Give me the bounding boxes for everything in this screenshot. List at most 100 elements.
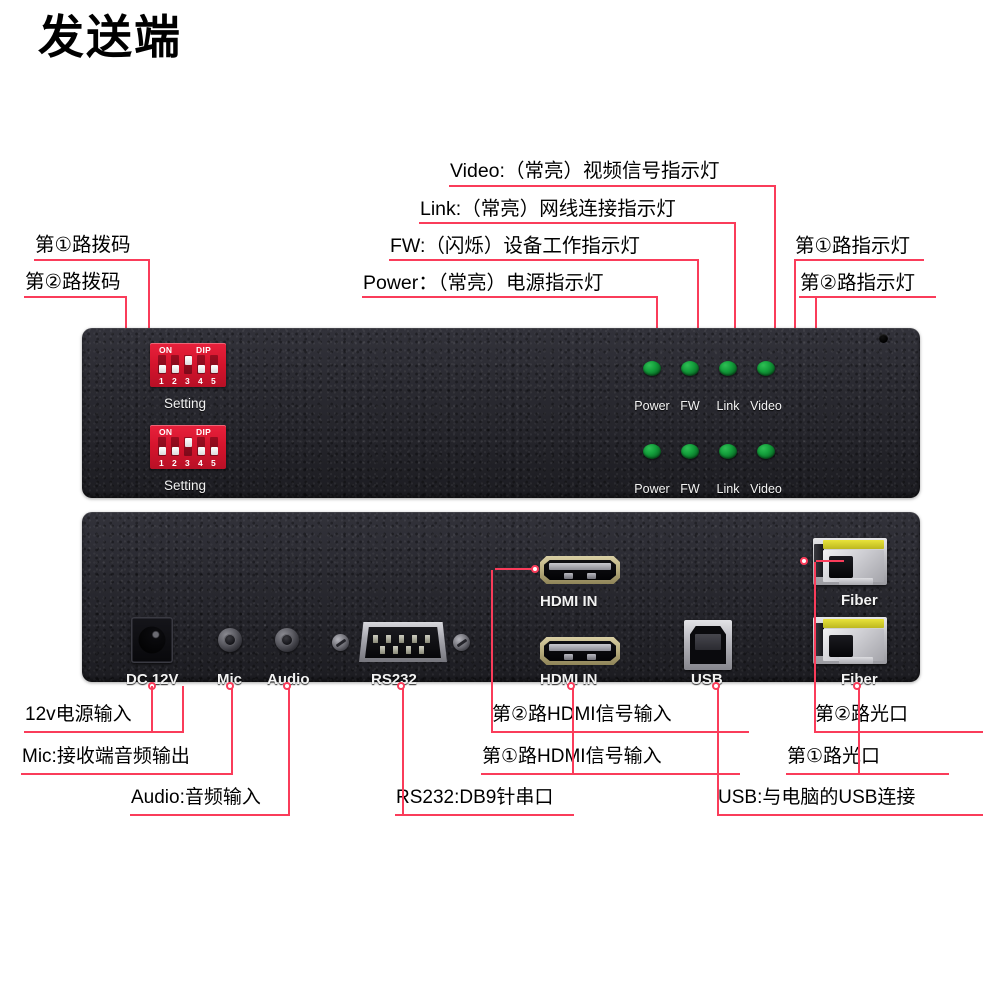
fiber-port-bottom[interactable] <box>813 617 887 664</box>
leader-power-v <box>656 296 659 358</box>
dip-switch-1[interactable]: ON DIP 1 2 3 4 5 <box>150 343 226 387</box>
dip2-setting-label: Setting <box>164 478 207 493</box>
leader-hdmi2-v <box>491 570 494 733</box>
leader-audio-h <box>130 814 290 817</box>
leader-hdmi1-dot <box>567 682 575 690</box>
usb-b-port[interactable] <box>684 620 732 670</box>
annotation-video: Video:（常亮）视频信号指示灯 <box>450 160 720 182</box>
led-row2-fw-label: FW <box>680 482 700 496</box>
db9-screw-right <box>453 634 470 651</box>
annotation-fiber1: 第①路光口 <box>787 746 881 767</box>
annotation-led-group2: 第②路指示灯 <box>800 272 915 294</box>
leader-fiber1-dot <box>853 682 861 690</box>
annotation-led-group1: 第①路指示灯 <box>795 235 910 257</box>
mic-label: Mic <box>217 671 243 688</box>
dip2-toggle-1[interactable] <box>158 437 166 456</box>
leader-ledgroup2-h <box>799 296 936 299</box>
leader-mic-dot <box>226 682 234 690</box>
db9-screw-left <box>332 634 349 651</box>
hdmi-top-label: HDMI IN <box>540 593 598 610</box>
dip1-toggle-3[interactable] <box>184 355 192 374</box>
leader-ledgroup1-h <box>794 259 924 262</box>
led-row2-link <box>719 444 737 459</box>
leader-rs232-h <box>395 814 574 817</box>
leader-audio-dot <box>283 682 291 690</box>
leader-ledgroup1-v <box>794 259 797 369</box>
rs232-label: RS232 <box>371 671 417 688</box>
annotation-usb: USB:与电脑的USB连接 <box>718 787 916 808</box>
page-title: 发送端 <box>38 11 182 63</box>
annotation-dip1: 第①路拨码 <box>35 234 131 256</box>
dip1-toggle-1[interactable] <box>158 355 166 374</box>
audio-jack[interactable] <box>275 628 299 652</box>
led-row2-video <box>757 444 775 459</box>
leader-hdmi2-h2 <box>495 568 535 571</box>
dip2-toggle-3[interactable] <box>184 437 192 456</box>
led-row1-power-label: Power <box>634 399 670 413</box>
leader-dip1-v <box>148 259 151 365</box>
leader-hdmi2-dot <box>531 565 539 573</box>
annotation-dc12v: 12v电源输入 <box>25 704 132 725</box>
annotation-dip2: 第②路拨码 <box>25 271 121 293</box>
dip1-dip-label: DIP <box>196 345 212 355</box>
leader-fiber1-h <box>786 773 949 776</box>
annotation-audio: Audio:音频输入 <box>131 787 261 808</box>
rear-panel <box>82 512 920 682</box>
dip2-dip-label: DIP <box>196 427 212 437</box>
led-row1-fw <box>681 361 699 376</box>
led-row1-link-label: Link <box>716 399 740 413</box>
dip-switch-2[interactable]: ON DIP 1 2 3 4 5 <box>150 425 226 469</box>
leader-hdmi1-v <box>572 686 575 775</box>
leader-usb-v <box>717 686 720 816</box>
led-row2-link-label: Link <box>716 482 740 496</box>
leader-dc12v-v2 <box>151 686 154 731</box>
fiber-bottom-label: Fiber <box>841 671 878 688</box>
leader-rs232-dot <box>397 682 405 690</box>
fiber-port-top[interactable] <box>813 538 887 585</box>
annotation-hdmi2: 第②路HDMI信号输入 <box>492 704 672 725</box>
leader-audio-v <box>288 686 291 816</box>
dip2-toggle-2[interactable] <box>171 437 179 456</box>
leader-fiber2-dot <box>800 557 808 565</box>
dip2-on-label: ON <box>159 427 173 437</box>
dip1-toggle-4[interactable] <box>197 355 205 374</box>
annotation-link: Link:（常亮）网线连接指示灯 <box>420 198 676 220</box>
annotation-rs232: RS232:DB9针串口 <box>396 787 554 808</box>
led-row1-fw-label: FW <box>680 399 700 413</box>
leader-video-h <box>449 185 776 188</box>
led-row1-power <box>643 361 661 376</box>
led-row2-power <box>643 444 661 459</box>
leader-dc12v-h <box>24 731 184 734</box>
dip1-toggle-5[interactable] <box>210 355 218 374</box>
leader-video-v <box>774 185 777 358</box>
hdmi-port-bottom[interactable] <box>540 637 620 665</box>
rs232-db9-port[interactable] <box>359 622 447 662</box>
leader-usb-h <box>717 814 983 817</box>
leader-fiber2-h2 <box>816 560 844 563</box>
dip2-toggle-5[interactable] <box>210 437 218 456</box>
dip1-numbers: 1 2 3 4 5 <box>159 376 216 386</box>
leader-mic-v <box>231 686 234 775</box>
led-row1-video <box>757 361 775 376</box>
dc-power-label: DC 12V <box>126 671 179 688</box>
hdmi-bottom-label: HDMI IN <box>540 671 598 688</box>
dip1-setting-label: Setting <box>164 396 207 411</box>
led-row2-fw <box>681 444 699 459</box>
leader-dc12v-v <box>182 686 185 733</box>
leader-dip1-h <box>34 259 150 262</box>
hdmi-port-top[interactable] <box>540 556 620 584</box>
dip2-numbers: 1 2 3 4 5 <box>159 458 216 468</box>
mic-jack[interactable] <box>218 628 242 652</box>
leader-fw-v <box>697 259 700 358</box>
audio-label: Audio <box>267 671 310 688</box>
dip1-header: ON DIP <box>150 345 226 355</box>
leader-link-v <box>734 222 737 358</box>
fiber-top-label: Fiber <box>841 592 878 609</box>
leader-link-h <box>419 222 736 225</box>
leader-dip2-h <box>24 296 127 299</box>
dc-power-jack[interactable] <box>131 617 173 663</box>
led-row2-power-label: Power <box>634 482 670 496</box>
dip2-toggle-4[interactable] <box>197 437 205 456</box>
dip1-toggle-2[interactable] <box>171 355 179 374</box>
